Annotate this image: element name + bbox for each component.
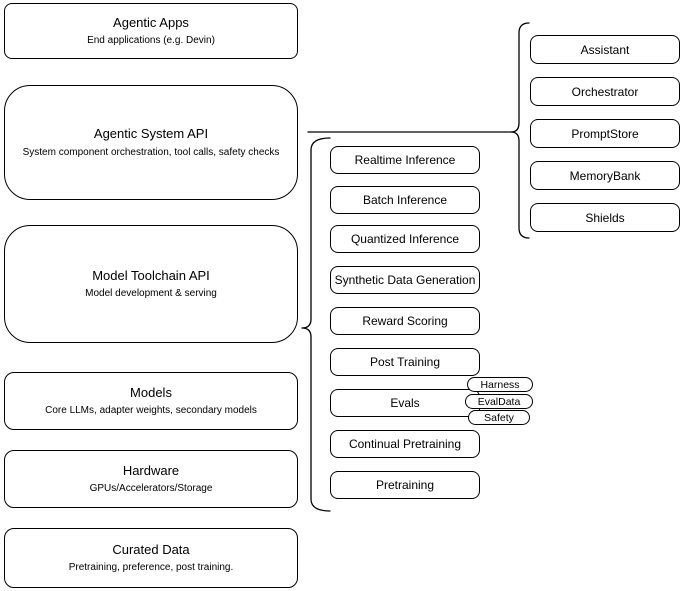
node-label: Synthetic Data Generation [334,273,476,287]
node-realtime-inference: Realtime Inference [330,146,480,174]
node-label: Continual Pretraining [348,437,462,451]
tag-label: Safety [484,411,514,424]
node-label: Post Training [369,355,441,369]
node-title: Curated Data [112,541,190,557]
node-synthetic-data-generation: Synthetic Data Generation [330,266,480,294]
node-subtitle: Core LLMs, adapter weights, secondary mo… [45,405,257,417]
node-title: Model Toolchain API [92,267,210,283]
node-title: Hardware [122,462,180,478]
node-agentic-apps: Agentic Apps End applications (e.g. Devi… [4,3,298,59]
node-batch-inference: Batch Inference [330,186,480,214]
node-label: Shields [585,210,625,225]
node-subtitle: Model development & serving [85,288,217,300]
node-model-toolchain-api: Model Toolchain API Model development & … [4,225,298,343]
node-shields: Shields [530,203,680,232]
node-label: Pretraining [375,478,435,492]
tag-harness: Harness [467,377,533,392]
node-continual-pretraining: Continual Pretraining [330,430,480,458]
node-subtitle: End applications (e.g. Devin) [87,35,215,47]
node-memorybank: MemoryBank [530,161,680,190]
tag-label: EvalData [477,395,521,408]
node-assistant: Assistant [530,35,680,64]
node-evals: Evals [330,389,480,417]
node-label: MemoryBank [569,168,641,183]
node-quantized-inference: Quantized Inference [330,225,480,253]
node-models: Models Core LLMs, adapter weights, secon… [4,372,298,430]
tag-label: Harness [480,378,520,391]
node-label: Orchestrator [571,84,639,99]
tag-evaldata: EvalData [465,394,533,409]
node-hardware: Hardware GPUs/Accelerators/Storage [4,450,298,508]
node-reward-scoring: Reward Scoring [330,307,480,335]
node-subtitle: GPUs/Accelerators/Storage [89,483,213,495]
node-label: Evals [390,396,420,410]
node-post-training: Post Training [330,348,480,376]
node-title: Models [130,384,172,400]
node-orchestrator: Orchestrator [530,77,680,106]
node-curated-data: Curated Data Pretraining, preference, po… [4,528,298,588]
node-label: Assistant [580,42,630,57]
node-label: Batch Inference [362,193,448,207]
node-label: Reward Scoring [362,314,448,328]
node-subtitle: Pretraining, preference, post training. [68,562,234,574]
node-label: Realtime Inference [354,153,456,167]
tag-safety: Safety [468,410,530,425]
node-title: Agentic System API [93,126,209,142]
toolchain-group-brace [301,137,331,512]
node-label: PromptStore [571,126,639,141]
node-agentic-system-api: Agentic System API System component orch… [4,85,298,200]
node-subtitle: System component orchestration, tool cal… [22,146,280,158]
node-title: Agentic Apps [113,14,189,30]
node-label: Quantized Inference [350,232,460,246]
node-pretraining: Pretraining [330,471,480,499]
system-group-brace [510,22,530,239]
node-promptstore: PromptStore [530,119,680,148]
